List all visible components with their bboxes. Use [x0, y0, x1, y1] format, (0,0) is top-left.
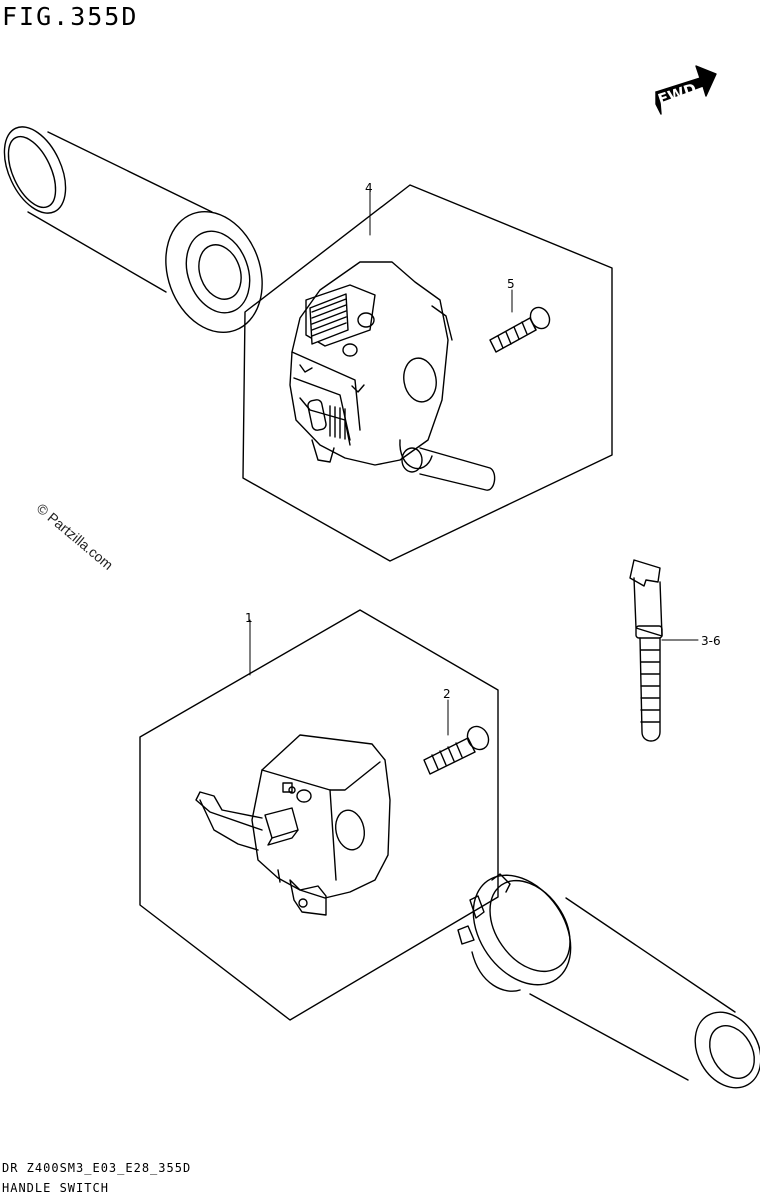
- fwd-label: FWD: [656, 80, 699, 109]
- part-4-frame: [242, 184, 613, 562]
- part-1-frame: [139, 609, 499, 1021]
- part-5-screw: 5: [489, 277, 551, 353]
- callout-2: 2: [443, 687, 451, 701]
- part-2-screw: 2: [423, 687, 490, 775]
- right-throttle-grip: [457, 873, 760, 1089]
- left-grip: [3, 126, 263, 334]
- callout-4: 4: [365, 181, 373, 195]
- callout-3-6: 3-6: [701, 634, 721, 648]
- diagram-name: HANDLE SWITCH: [2, 1181, 109, 1195]
- part-1-handlebar-switch-left: [195, 734, 391, 916]
- part-4-handlebar-switch-right: [289, 261, 496, 491]
- part-3-6-cable-tie: 3-6: [629, 559, 721, 742]
- callout-1: 1: [245, 611, 253, 625]
- figure-title: FIG.355D: [2, 2, 139, 31]
- callout-5: 5: [507, 277, 515, 291]
- fwd-arrow-icon: FWD: [655, 65, 717, 115]
- model-code: DR Z400SM3_E03_E28_355D: [2, 1161, 192, 1175]
